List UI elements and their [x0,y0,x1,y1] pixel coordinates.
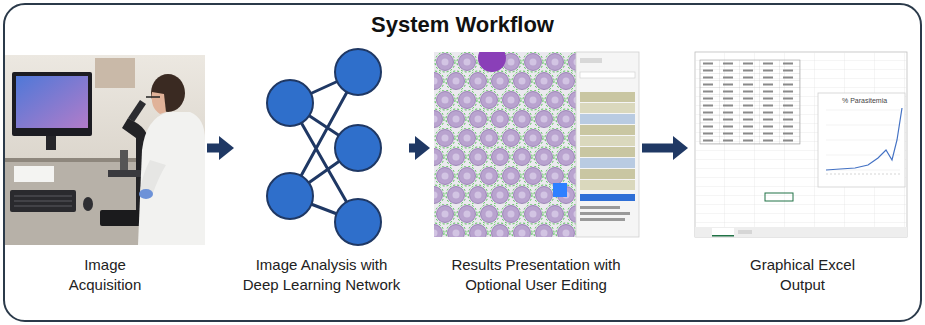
paper-sheet [14,166,54,182]
microscope-objective [120,150,128,170]
arrow-shaft [409,144,416,153]
stage-caption: Graphical Excel Output [738,255,868,294]
stage-caption: Image Analysis with Deep Learning Networ… [238,255,406,294]
glove [139,189,153,199]
arrow-head [415,136,430,160]
workflow-frame: System WorkflowImage Acquisition Image An… [3,3,922,322]
neuron [267,173,313,219]
stage-node: Image Analysis with Deep Learning Networ… [236,50,407,294]
monitor-screen [16,76,88,128]
face [152,92,166,114]
neuron [335,199,381,245]
stained-cell [478,52,506,72]
stage-node: Graphical Excel Output [690,50,915,294]
data-table [700,60,800,144]
microscope-eyepiece [128,100,146,122]
keyboard [10,190,76,212]
monitor-frame [12,72,92,136]
panel-row [580,103,635,113]
smear-screenshot [434,44,639,237]
panel-row [580,92,635,102]
chart-line [826,108,902,170]
mouse [83,197,93,211]
sheet-tab [738,230,752,234]
panel-note [580,218,625,221]
side-panel [576,52,639,237]
smear-ground [434,52,576,237]
neural-network-icon [267,49,381,245]
stage-node: Image Acquisition [5,50,205,294]
flow-arrow [207,136,234,160]
neuron [335,125,381,171]
sheet-grid [695,52,907,227]
panel-row [580,125,635,135]
panel-note [580,212,630,215]
chart-gridlines [826,110,900,170]
panel-note [580,206,620,209]
photo-shelf [95,58,135,88]
glasses [146,96,160,98]
excel-screenshot [695,52,907,237]
stage-node: Results Presentation with Optional User … [432,50,640,294]
sheet [695,52,907,237]
chart-axis [826,174,900,175]
panel-row [580,169,635,179]
monitor-stand [46,136,56,150]
lab-photo [5,55,205,245]
chart-title: % Parasitemia [842,97,887,104]
arrow-shaft [207,144,220,153]
chart-box [818,93,905,187]
stage-caption: Results Presentation with Optional User … [439,255,634,294]
arrow-head [219,136,234,160]
red-cells [434,52,576,237]
smear-view [434,52,576,237]
neuron [335,49,381,95]
panel-row [580,147,635,157]
sheet-tab [712,228,734,236]
tab-bar [695,227,907,237]
panel-row [580,158,635,168]
panel-field [580,72,635,78]
arrow-head [673,136,688,160]
flow-arrow [642,136,688,160]
photo-wall [5,55,205,245]
neuron [267,80,313,126]
panel-row [580,114,635,124]
diagram-title: System Workflow [5,12,920,38]
panel-button [580,194,635,201]
keyboard-keys [14,196,72,206]
panel-row [580,136,635,146]
flow-arrow [409,136,430,160]
stage-caption: Image Acquisition [50,255,160,294]
panel-row [580,180,635,190]
selected-cell [765,193,793,201]
panel-field [580,58,602,63]
lab-coat [138,112,205,245]
arrow-shaft [642,144,674,153]
tab-underline [712,235,734,237]
selected-cell [553,183,567,197]
